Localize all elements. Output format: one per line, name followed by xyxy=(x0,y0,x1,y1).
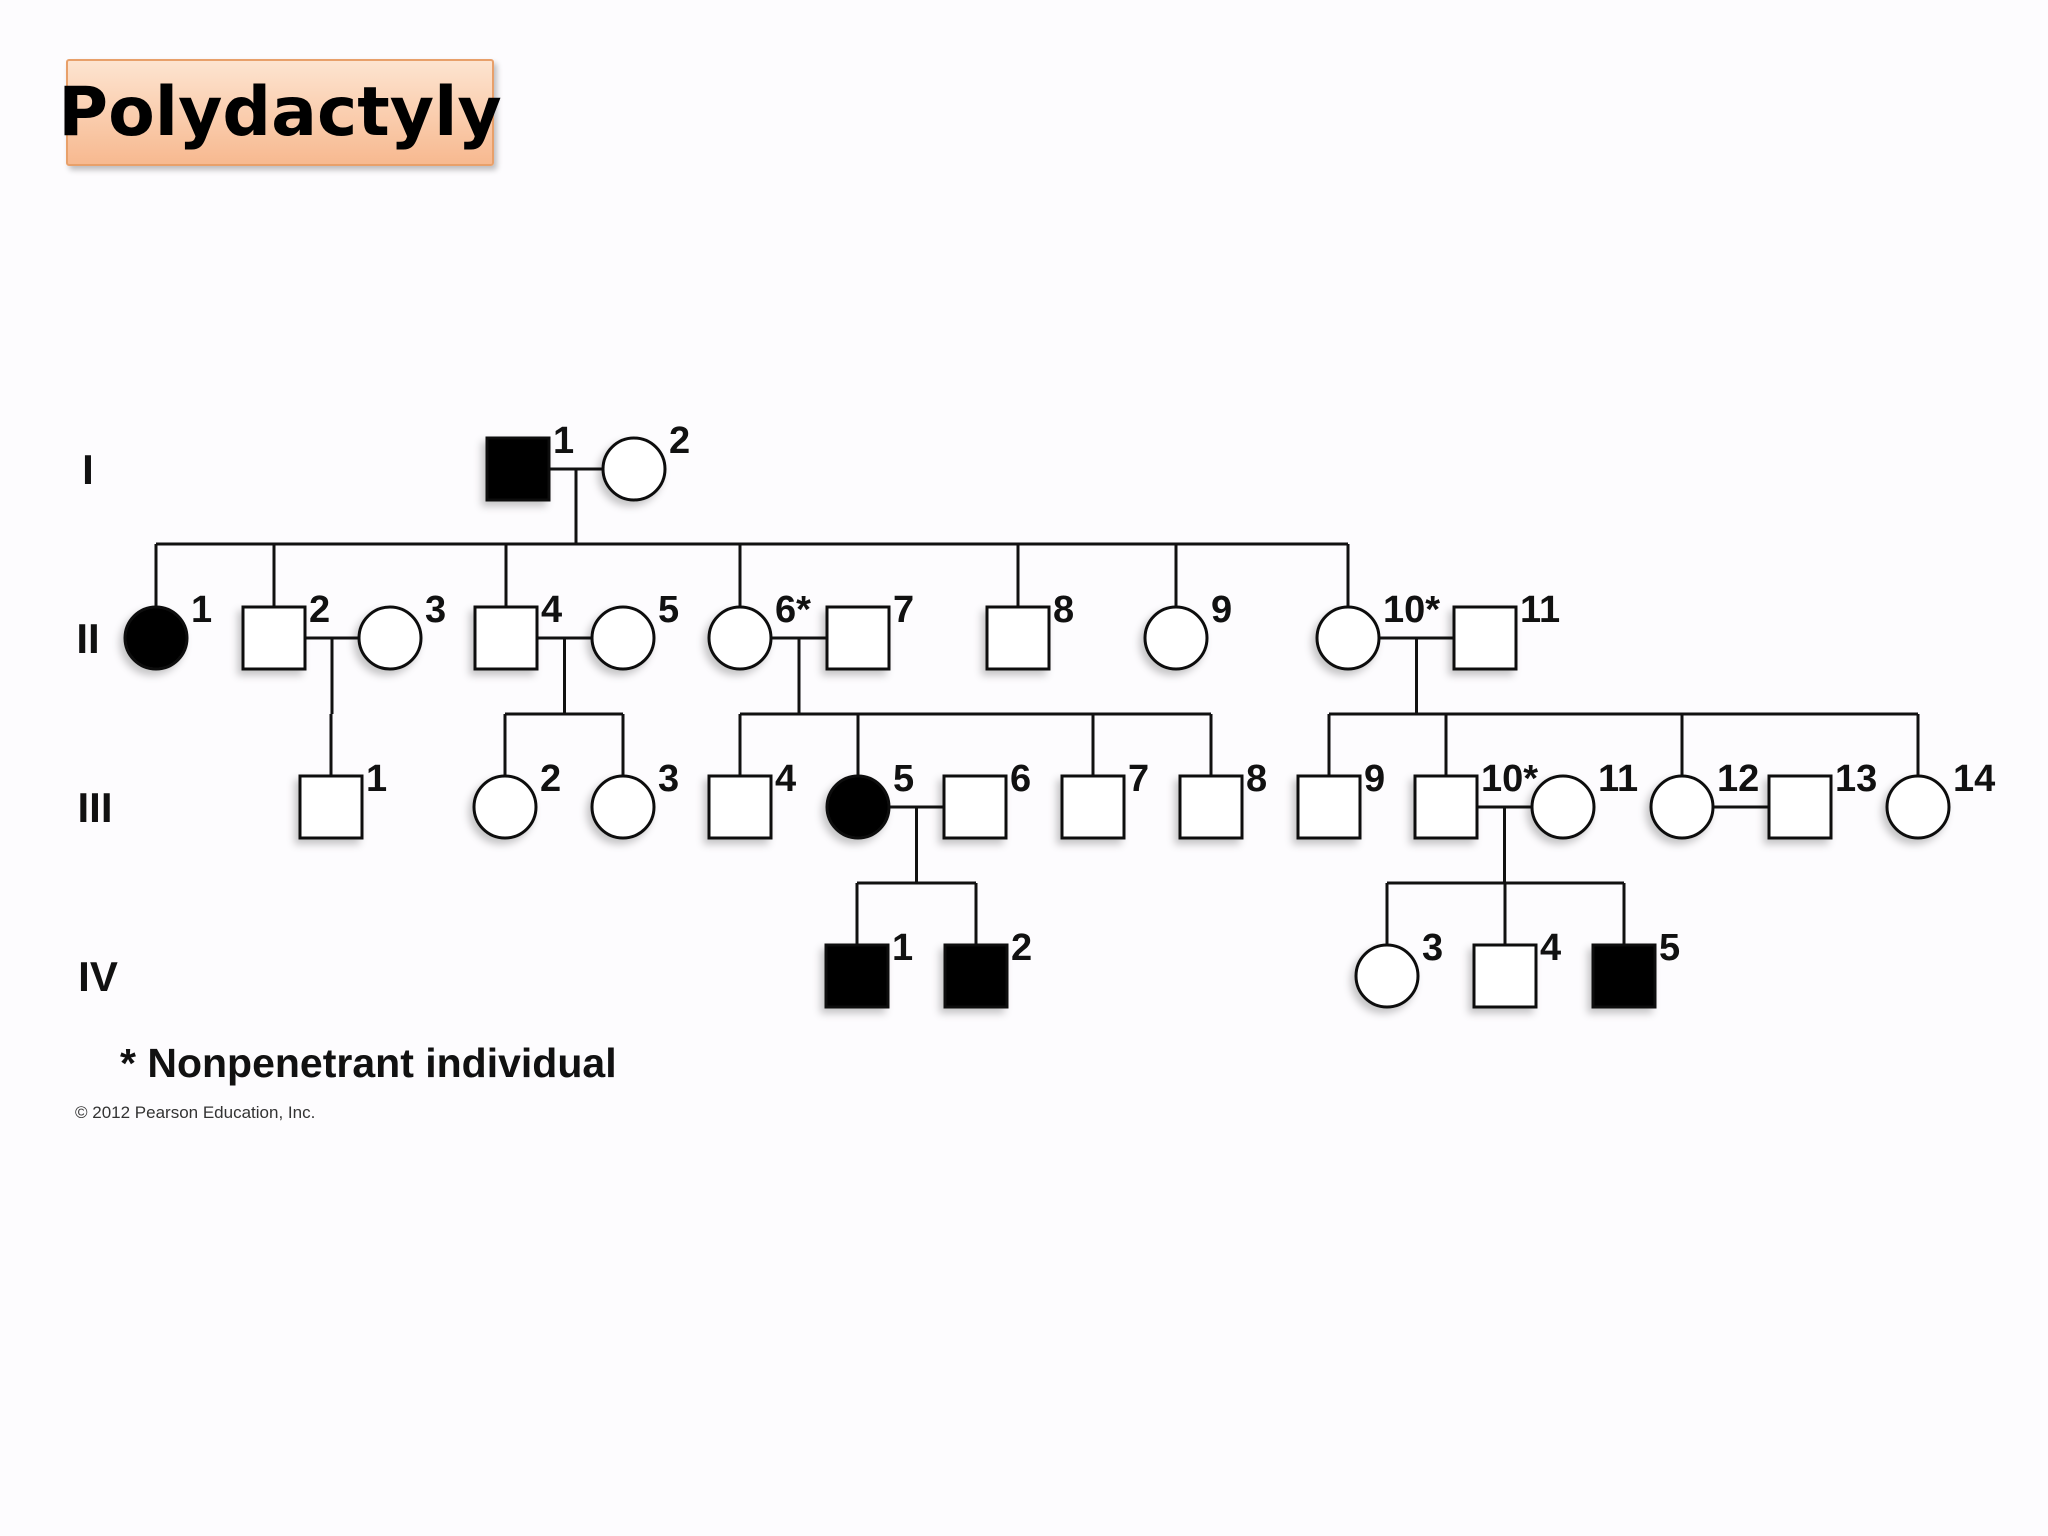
unaffected-male-ii-2 xyxy=(241,605,307,671)
individual-label-ii-3: 3 xyxy=(425,589,446,631)
individual-label-iii-8: 8 xyxy=(1246,758,1267,800)
pedigree-lines xyxy=(154,467,1920,945)
unaffected-male-ii-11 xyxy=(1452,605,1518,671)
individual-label-iii-11: 11 xyxy=(1598,758,1638,800)
individual-label-iii-9: 9 xyxy=(1364,758,1385,800)
unaffected-female-ii-3 xyxy=(357,605,423,671)
individual-label-iii-12: 12 xyxy=(1717,758,1759,800)
footnote-nonpenetrant: * Nonpenetrant individual xyxy=(120,1040,617,1086)
individual-label-iii-1: 1 xyxy=(366,758,387,800)
unaffected-male-ii-8 xyxy=(985,605,1051,671)
generation-label-i: I xyxy=(82,446,94,493)
affected-female-ii-1 xyxy=(123,605,189,671)
individual-label-iii-6: 6 xyxy=(1010,758,1031,800)
individual-label-ii-9: 9 xyxy=(1211,589,1232,631)
unaffected-female-iii-11 xyxy=(1530,774,1596,840)
individual-label-i-1: 1 xyxy=(553,420,574,462)
individual-label-iv-5: 5 xyxy=(1659,927,1680,969)
affected-male-i-1 xyxy=(485,436,551,502)
unaffected-male-iii-7 xyxy=(1060,774,1126,840)
individual-label-ii-5: 5 xyxy=(658,589,679,631)
affected-female-iii-5 xyxy=(825,774,891,840)
individual-label-iii-3: 3 xyxy=(658,758,679,800)
generation-label-ii: II xyxy=(76,615,99,662)
individual-label-ii-1: 1 xyxy=(191,589,212,631)
individual-label-iii-14: 14 xyxy=(1953,758,1995,800)
unaffected-male-iii-6 xyxy=(942,774,1008,840)
affected-male-iv-1 xyxy=(824,943,890,1009)
unaffected-male-iii-1 xyxy=(298,774,364,840)
individual-label-ii-8: 8 xyxy=(1053,589,1074,631)
individual-label-ii-2: 2 xyxy=(309,589,330,631)
individual-label-iv-1: 1 xyxy=(892,927,913,969)
individual-label-ii-10: 10* xyxy=(1383,589,1440,631)
unaffected-female-ii-10 xyxy=(1315,605,1381,671)
unaffected-female-ii-9 xyxy=(1143,605,1209,671)
individual-label-ii-7: 7 xyxy=(893,589,914,631)
affected-male-iv-5 xyxy=(1591,943,1657,1009)
individual-label-i-2: 2 xyxy=(669,420,690,462)
individual-label-iii-13: 13 xyxy=(1835,758,1877,800)
unaffected-male-iii-4 xyxy=(707,774,773,840)
unaffected-male-ii-4 xyxy=(473,605,539,671)
individual-label-ii-4: 4 xyxy=(541,589,562,631)
copyright-notice: © 2012 Pearson Education, Inc. xyxy=(75,1103,316,1122)
title-banner: Polydactyly xyxy=(58,59,502,166)
unaffected-male-iii-8 xyxy=(1178,774,1244,840)
unaffected-male-iii-9 xyxy=(1296,774,1362,840)
unaffected-female-ii-6 xyxy=(707,605,773,671)
unaffected-male-iii-13 xyxy=(1767,774,1833,840)
individual-label-iii-10: 10* xyxy=(1481,758,1538,800)
unaffected-female-iv-3 xyxy=(1354,943,1420,1009)
generation-label-iv: IV xyxy=(78,953,118,1000)
individual-label-iii-4: 4 xyxy=(775,758,796,800)
unaffected-female-iii-2 xyxy=(472,774,538,840)
individual-label-iv-2: 2 xyxy=(1011,927,1032,969)
individual-label-iii-2: 2 xyxy=(540,758,561,800)
unaffected-male-iii-10 xyxy=(1413,774,1479,840)
unaffected-female-ii-5 xyxy=(590,605,656,671)
unaffected-female-iii-3 xyxy=(590,774,656,840)
unaffected-male-iv-4 xyxy=(1472,943,1538,1009)
page-title: Polydactyly xyxy=(58,73,502,152)
unaffected-female-i-2 xyxy=(601,436,667,502)
affected-male-iv-2 xyxy=(943,943,1009,1009)
individual-label-iii-7: 7 xyxy=(1128,758,1149,800)
pedigree-symbols xyxy=(123,436,1951,1009)
unaffected-female-iii-14 xyxy=(1885,774,1951,840)
individual-label-ii-6: 6* xyxy=(775,589,811,631)
generation-label-iii: III xyxy=(77,784,112,831)
unaffected-female-iii-12 xyxy=(1649,774,1715,840)
individual-label-iv-4: 4 xyxy=(1540,927,1561,969)
individual-label-ii-11: 11 xyxy=(1520,589,1560,631)
individual-label-iii-5: 5 xyxy=(893,758,914,800)
individual-label-iv-3: 3 xyxy=(1422,927,1443,969)
unaffected-male-ii-7 xyxy=(825,605,891,671)
